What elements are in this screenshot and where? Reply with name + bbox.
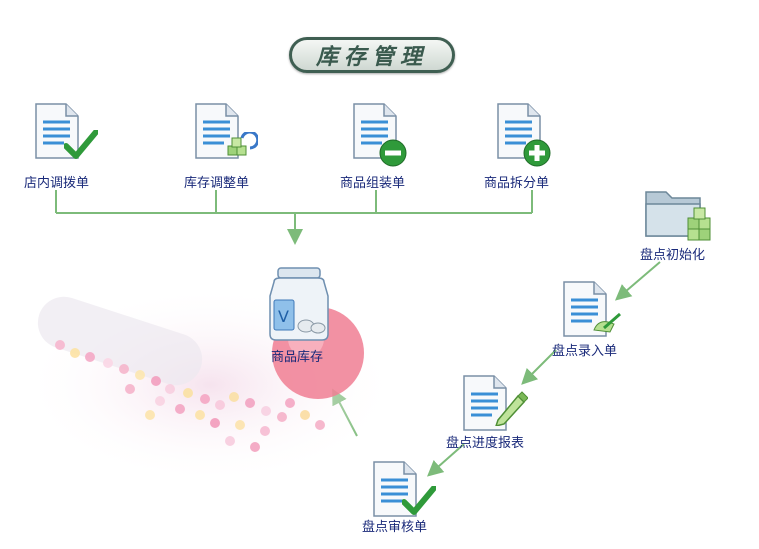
stocktake-init-label: 盘点初始化 [640,248,706,263]
page-title: 库存管理 [289,37,455,73]
pill-capsule-illustration [20,285,400,485]
stocktake-progress-node[interactable]: 盘点进度报表 [446,374,546,454]
pencil-icon [495,391,528,426]
stocktake-progress-label: 盘点进度报表 [446,436,525,451]
product-assembly-node[interactable]: 商品组装单 [340,102,416,192]
store-transfer-label: 店内调拨单 [24,176,90,191]
inventory-label: 商品库存 [271,350,324,365]
store-transfer-node[interactable]: 店内调拨单 [24,102,98,192]
document-icon [463,375,507,431]
hand-pen-icon [593,312,621,333]
document-icon [563,281,607,337]
stocktake-entry-node[interactable]: 盘点录入单 [552,280,634,360]
inventory-node[interactable]: V [264,266,334,342]
product-split-label: 商品拆分单 [484,176,550,191]
check-icon [402,486,436,515]
stocktake-entry-label: 盘点录入单 [552,344,618,359]
medicine-bottle-icon: V [269,267,329,341]
product-split-node[interactable]: 商品拆分单 [484,102,560,192]
svg-text:V: V [278,307,289,326]
plus-icon [523,139,551,167]
cube-refresh-icon [227,132,258,156]
document-icon [195,103,239,159]
inventory-adjust-node[interactable]: 库存调整单 [184,102,258,192]
stocktake-audit-label: 盘点审核单 [362,520,428,535]
inventory-adjust-label: 库存调整单 [184,176,250,191]
product-assembly-label: 商品组装单 [340,176,406,191]
folder-cubes-icon [645,191,711,241]
stocktake-init-node[interactable]: 盘点初始化 [640,184,720,264]
check-icon [64,130,98,159]
minus-icon [379,139,407,167]
stocktake-audit-node[interactable]: 盘点审核单 [362,460,442,540]
